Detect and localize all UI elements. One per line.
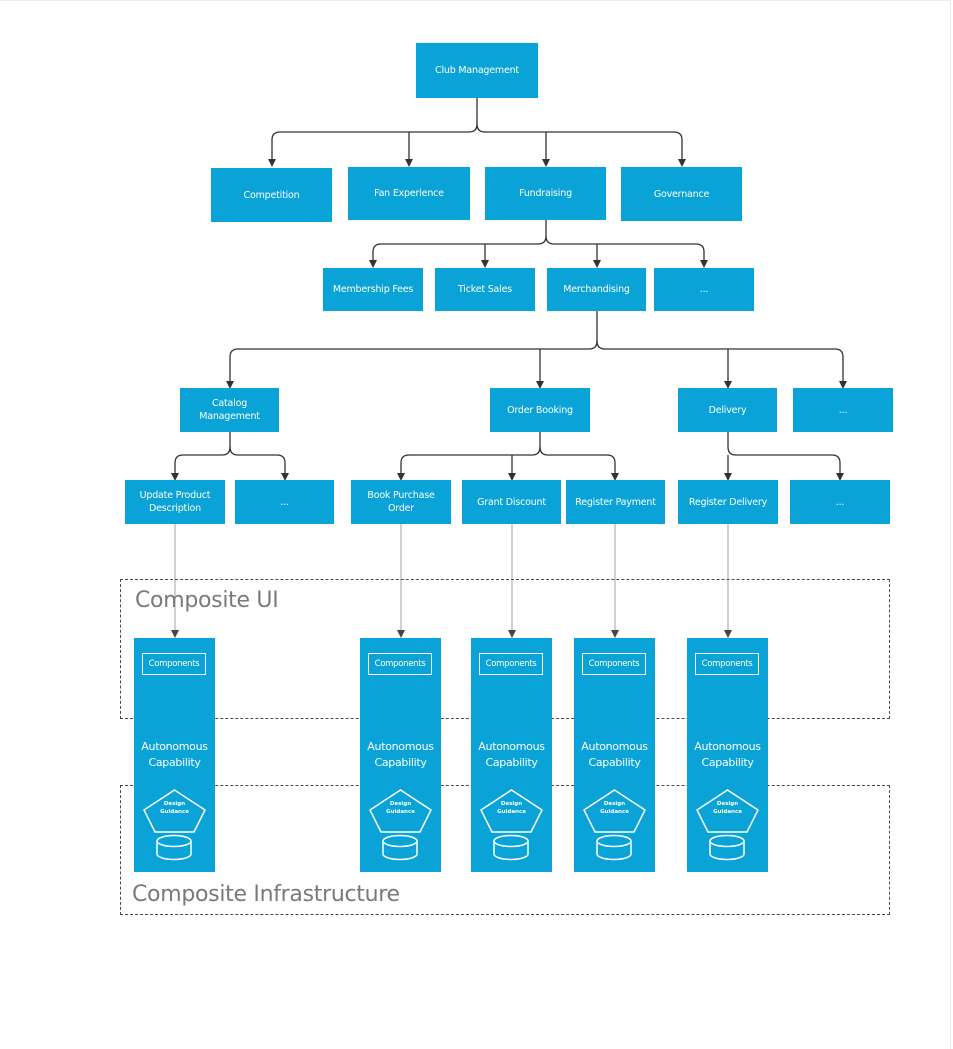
node-register-delivery[interactable]: Register Delivery (678, 480, 778, 524)
node-club-management[interactable]: Club Management (416, 43, 538, 98)
composite-ui-label: Composite UI (135, 588, 279, 613)
database-cylinder-icon (709, 834, 745, 861)
node-grant-discount[interactable]: Grant Discount (462, 480, 561, 524)
node-label: ... (835, 496, 845, 508)
design-guidance-pentagon-icon (696, 789, 759, 833)
node-label: Grant Discount (477, 496, 546, 508)
canvas-edge (950, 0, 951, 1049)
database-cylinder-icon (382, 834, 418, 861)
node-ticket-sales[interactable]: Ticket Sales (435, 268, 535, 311)
node-fundraising[interactable]: Fundraising (485, 167, 606, 220)
node-label: ... (699, 284, 709, 295)
node-label: Governance (653, 188, 710, 200)
database-cylinder-icon (596, 834, 632, 861)
node-order-booking[interactable]: Order Booking (490, 388, 590, 432)
node-label: Competition (243, 189, 300, 201)
node-update-product-description[interactable]: Update Product Description (125, 480, 225, 524)
node-delivery[interactable]: Delivery (678, 388, 777, 432)
components-box[interactable]: Components (695, 653, 759, 675)
node-label: Register Delivery (688, 496, 768, 508)
design-guidance-pentagon-icon (369, 789, 432, 833)
node-label: Membership Fees (332, 284, 414, 295)
database-cylinder-icon (493, 834, 529, 861)
node-label: Fundraising (519, 188, 572, 199)
node-register-payment[interactable]: Register Payment (566, 480, 665, 524)
components-box[interactable]: Components (368, 653, 432, 675)
node-label: Fan Experience (374, 188, 444, 199)
node-governance[interactable]: Governance (621, 167, 742, 221)
node-label: ... (280, 496, 289, 508)
composite-infrastructure-label: Composite Infrastructure (132, 882, 400, 907)
node-label: Book Purchase Order (367, 490, 435, 514)
node-membership-fees[interactable]: Membership Fees (323, 268, 423, 311)
node-label: Update Product Description (139, 490, 211, 514)
node-label: Club Management (435, 65, 519, 76)
database-cylinder-icon (156, 834, 192, 861)
node-merchandising[interactable]: Merchandising (547, 268, 646, 311)
components-box[interactable]: Components (479, 653, 543, 675)
node-delivery-more[interactable]: ... (790, 480, 890, 524)
node-label: Delivery (708, 404, 747, 416)
node-label: Order Booking (507, 404, 573, 416)
design-guidance-pentagon-icon (143, 789, 206, 833)
node-fundraising-more[interactable]: ... (654, 268, 754, 311)
node-catalog-management[interactable]: Catalog Management (180, 388, 279, 432)
node-catalog-more[interactable]: ... (235, 480, 334, 524)
components-box[interactable]: Components (142, 653, 206, 675)
node-label: Catalog Management (199, 398, 260, 422)
canvas-edge-top (0, 0, 951, 1)
node-book-purchase-order[interactable]: Book Purchase Order (351, 480, 451, 524)
node-merchandising-more[interactable]: ... (793, 388, 893, 432)
components-box[interactable]: Components (582, 653, 646, 675)
node-label: ... (838, 404, 848, 416)
design-guidance-pentagon-icon (583, 789, 646, 833)
node-label: Merchandising (563, 284, 630, 295)
node-label: Register Payment (575, 496, 656, 508)
design-guidance-pentagon-icon (480, 789, 543, 833)
node-label: Ticket Sales (457, 284, 512, 295)
node-fan-experience[interactable]: Fan Experience (348, 167, 470, 220)
node-competition[interactable]: Competition (211, 168, 332, 222)
